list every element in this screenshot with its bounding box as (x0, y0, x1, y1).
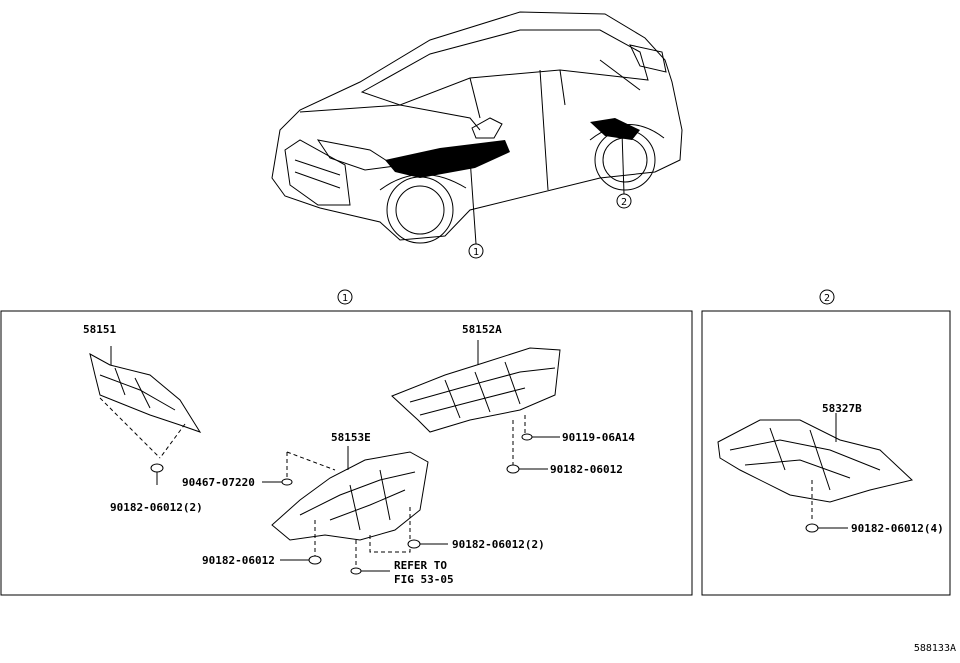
label-58327B: 58327B (822, 402, 862, 415)
part-58152A: 58152A 90119-06A14 90182-06012 (391, 323, 635, 476)
part-58151: 58151 90182-06012(2) (83, 323, 203, 514)
view-frame-2 (701, 310, 951, 596)
car-callout-1: 1 (473, 247, 479, 258)
label-refer-to: REFER TO (394, 559, 447, 572)
car-illustration: 1 2 (271, 11, 683, 259)
view-marker-1: 1 (337, 289, 353, 305)
car-callout-2: 2 (621, 197, 627, 208)
view-marker-1-label: 1 (342, 293, 348, 304)
view-marker-2: 2 (819, 289, 835, 305)
label-58151: 58151 (83, 323, 116, 336)
label-90182-06012-4: 90182-06012(4) (851, 522, 944, 535)
label-fig-53-05: FIG 53-05 (394, 573, 454, 586)
view-frame-1 (0, 310, 693, 596)
view-marker-2-label: 2 (824, 293, 830, 304)
label-58152A: 58152A (462, 323, 502, 336)
part-58153E: 58153E 90467-07220 90182-06012 90182-060… (182, 431, 545, 586)
label-90182-06012-2-left: 90182-06012(2) (110, 501, 203, 514)
label-90119-06A14: 90119-06A14 (562, 431, 635, 444)
part-58327B: 58327B 90182-06012(4) (717, 402, 944, 535)
figure-id: 588133A (914, 643, 956, 654)
label-90467-07220: 90467-07220 (182, 476, 255, 489)
label-90182-06012-mid: 90182-06012 (550, 463, 623, 476)
label-90182-06012-2-mid: 90182-06012(2) (452, 538, 545, 551)
label-58153E: 58153E (331, 431, 371, 444)
label-90182-06012-bottom: 90182-06012 (202, 554, 275, 567)
